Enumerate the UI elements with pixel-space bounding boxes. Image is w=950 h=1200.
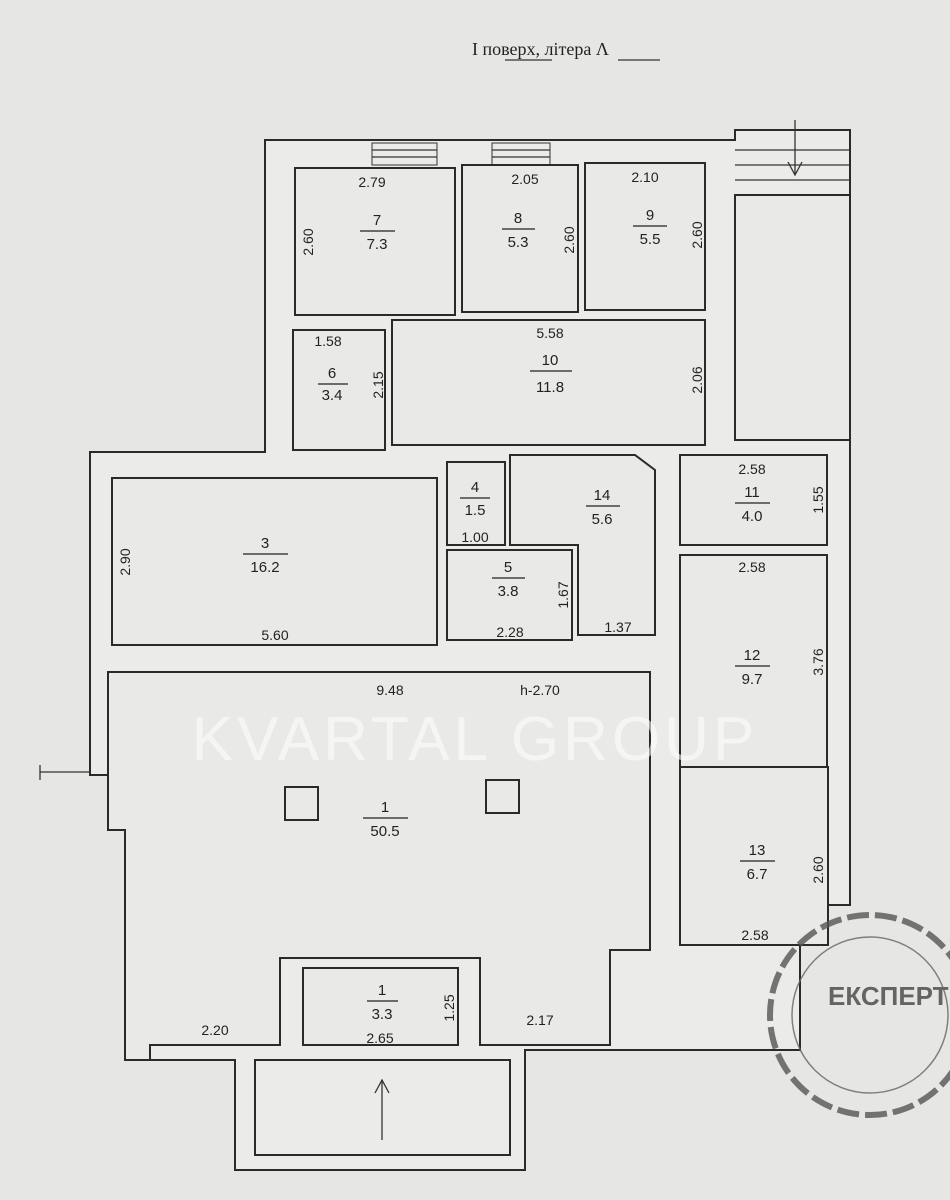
- room-8: 2.05 2.60 8 5.3: [461, 164, 579, 313]
- svg-text:2.06: 2.06: [689, 366, 705, 393]
- corridor: [734, 194, 851, 441]
- svg-text:50.5: 50.5: [370, 823, 399, 840]
- svg-text:11: 11: [744, 484, 760, 501]
- room-3: 5.60 2.90 3 16.2: [111, 477, 438, 646]
- room-7: 2.79 2.60 7 7.3: [294, 167, 456, 316]
- svg-text:2.65: 2.65: [366, 1030, 393, 1046]
- svg-text:3.76: 3.76: [810, 648, 826, 675]
- svg-text:3: 3: [261, 535, 269, 552]
- svg-text:13: 13: [749, 842, 766, 859]
- floor-title: I поверх, літера Λ: [472, 39, 609, 59]
- svg-text:2.10: 2.10: [631, 169, 658, 185]
- svg-text:1.55: 1.55: [810, 486, 826, 513]
- svg-text:9: 9: [646, 207, 654, 224]
- svg-text:10: 10: [542, 352, 559, 369]
- room-10: 5.58 2.06 10 11.8: [391, 319, 706, 446]
- svg-text:2.28: 2.28: [496, 624, 523, 640]
- svg-text:5: 5: [504, 559, 512, 576]
- svg-text:5.3: 5.3: [508, 234, 529, 251]
- svg-text:6.7: 6.7: [747, 866, 768, 883]
- svg-text:5.58: 5.58: [536, 325, 563, 341]
- entrance-arrow-icon: [374, 1078, 390, 1140]
- svg-text:2.60: 2.60: [810, 856, 826, 883]
- svg-text:1.25: 1.25: [441, 994, 457, 1021]
- room-11: 2.58 1.55 11 4.0: [679, 454, 828, 546]
- room-6: 1.58 2.15 6 3.4: [292, 329, 386, 451]
- svg-text:1: 1: [381, 799, 389, 816]
- room-5: 2.28 1.67 5 3.8: [446, 549, 573, 641]
- svg-text:5.6: 5.6: [592, 511, 613, 528]
- svg-text:16.2: 16.2: [250, 559, 279, 576]
- svg-text:11.8: 11.8: [536, 379, 564, 396]
- svg-text:2.15: 2.15: [370, 371, 386, 398]
- svg-text:2.05: 2.05: [511, 171, 538, 187]
- room-1-hall: 9.48 h-2.70 1 50.5 2.20 2.17: [107, 671, 651, 1061]
- room-9: 2.10 2.60 9 5.5: [584, 162, 706, 311]
- svg-text:2.20: 2.20: [201, 1022, 228, 1038]
- svg-text:7: 7: [373, 212, 381, 229]
- svg-text:8: 8: [514, 210, 522, 227]
- svg-text:3.3: 3.3: [372, 1006, 393, 1023]
- svg-text:h-2.70: h-2.70: [520, 682, 560, 698]
- room-1-vestibule: 2.65 1.25 1 3.3: [302, 967, 459, 1046]
- watermark: KVARTAL GROUP: [192, 705, 759, 774]
- svg-text:14: 14: [594, 487, 611, 504]
- svg-text:1.58: 1.58: [314, 333, 341, 349]
- column: [284, 786, 319, 821]
- svg-text:1.67: 1.67: [555, 581, 571, 608]
- column: [485, 779, 520, 814]
- svg-text:2.17: 2.17: [526, 1012, 553, 1028]
- svg-text:7.3: 7.3: [367, 236, 388, 253]
- svg-text:2.58: 2.58: [738, 461, 765, 477]
- svg-text:5.60: 5.60: [261, 627, 288, 643]
- svg-text:2.79: 2.79: [358, 174, 385, 190]
- room-14: 1.37 14 5.6: [509, 454, 656, 636]
- svg-text:ЕКСПЕРТ: ЕКСПЕРТ: [828, 981, 949, 1011]
- svg-text:5.5: 5.5: [640, 231, 661, 248]
- svg-text:4: 4: [471, 479, 479, 496]
- svg-text:2.58: 2.58: [738, 559, 765, 575]
- room-12: 2.58 3.76 12 9.7: [679, 554, 828, 773]
- expert-stamp: ЕКСПЕРТ: [767, 912, 950, 1118]
- svg-text:3.8: 3.8: [498, 583, 519, 600]
- svg-text:1.5: 1.5: [465, 502, 486, 519]
- svg-text:2.60: 2.60: [561, 226, 577, 253]
- svg-text:9.48: 9.48: [376, 682, 403, 698]
- svg-text:1: 1: [378, 982, 386, 999]
- svg-text:2.90: 2.90: [117, 548, 133, 575]
- room-4: 1.00 4 1.5: [446, 461, 506, 546]
- svg-text:1.37: 1.37: [604, 619, 631, 635]
- svg-text:12: 12: [744, 647, 761, 664]
- svg-text:1.00: 1.00: [461, 529, 488, 545]
- svg-text:4.0: 4.0: [742, 508, 763, 525]
- svg-text:2.60: 2.60: [689, 221, 705, 248]
- svg-text:2.60: 2.60: [300, 228, 316, 255]
- svg-text:2.58: 2.58: [741, 927, 768, 943]
- room-13: 2.58 2.60 13 6.7: [679, 766, 829, 946]
- svg-text:3.4: 3.4: [322, 387, 343, 404]
- svg-text:9.7: 9.7: [742, 671, 763, 688]
- svg-text:6: 6: [328, 365, 336, 382]
